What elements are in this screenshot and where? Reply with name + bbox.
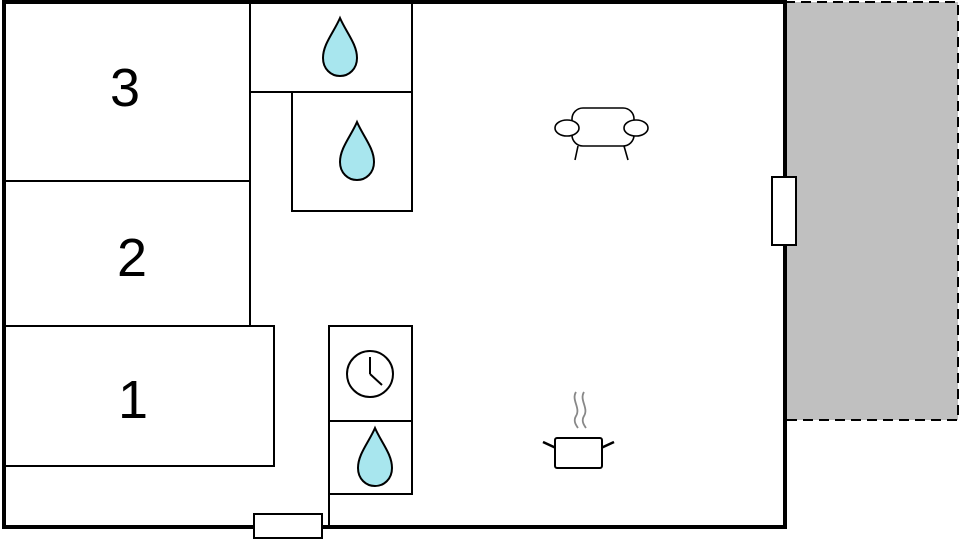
sofa-icon xyxy=(554,107,649,161)
terrace xyxy=(784,1,959,421)
water-drop-icon xyxy=(338,119,376,182)
terrace-door xyxy=(771,176,797,246)
water-drop-icon xyxy=(321,15,359,78)
bedroom-2: 2 xyxy=(117,181,251,326)
cooking-pot-icon xyxy=(542,391,615,469)
entrance-door xyxy=(253,513,323,539)
water-drop-icon xyxy=(356,425,394,488)
room-label-2: 2 xyxy=(117,228,147,288)
room-label-3: 3 xyxy=(110,58,140,118)
bathroom-middle xyxy=(291,91,413,212)
bedroom-3: 3 xyxy=(4,2,251,182)
bathroom-bottom xyxy=(328,420,413,495)
bedroom-1: 1 xyxy=(3,325,275,467)
room-label-1: 1 xyxy=(118,370,148,430)
clock-icon xyxy=(346,350,394,398)
